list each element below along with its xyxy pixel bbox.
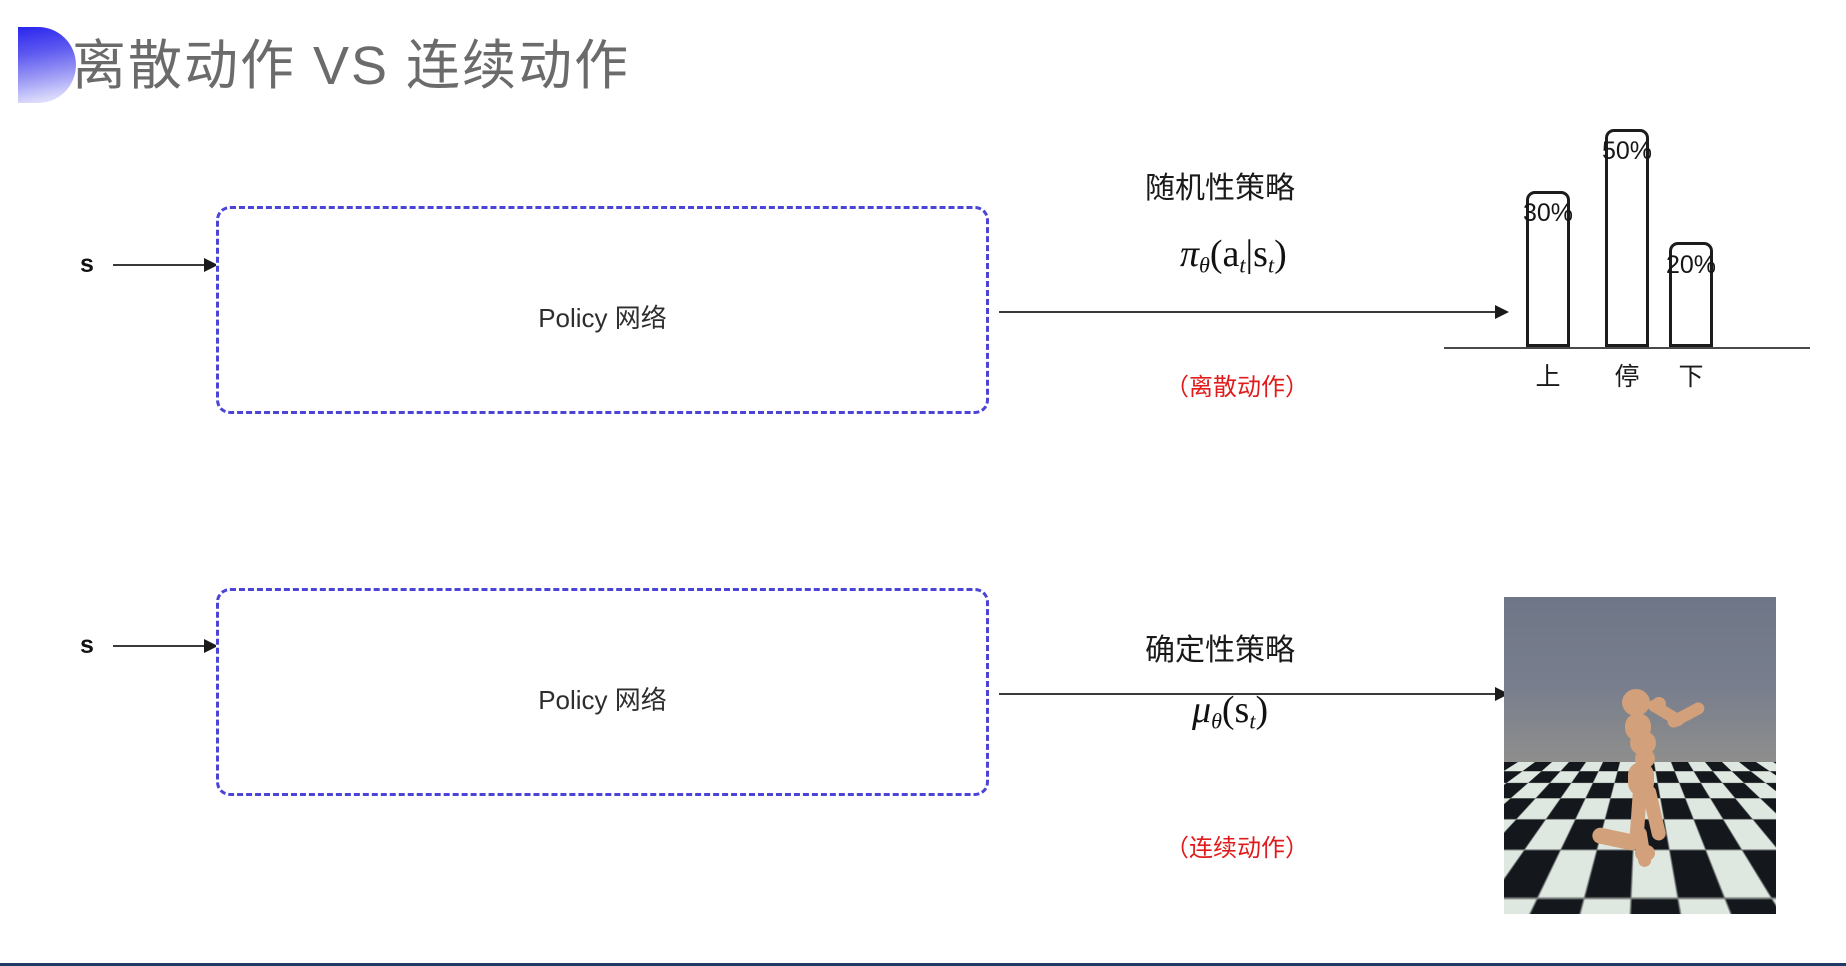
page-title: 离散动作 VS 连续动作 [72, 36, 631, 96]
bar-value-stop: 50% [1601, 137, 1653, 165]
bar-value-up: 30% [1522, 199, 1574, 227]
bar-category-up: 上 [1535, 363, 1561, 391]
formula-theta-2: θ [1211, 708, 1222, 734]
bar-stop [1605, 129, 1649, 347]
formula-open-a: (a [1209, 233, 1240, 275]
deterministic-policy-title: 确定性策略 [1145, 634, 1295, 667]
policy-network-box-row2[interactable]: Policy 网络 [216, 588, 989, 796]
bar-value-down: 20% [1665, 251, 1717, 279]
formula-t1: t [1239, 252, 1246, 278]
policy-network-label-row2: Policy 网络 [538, 685, 667, 715]
policy-network-box-row1[interactable]: Policy 网络 [216, 206, 989, 414]
title-accent-shape [18, 27, 76, 103]
deterministic-policy-formula: μθ(st) [1192, 688, 1268, 735]
formula-theta: θ [1199, 252, 1210, 278]
bar-category-down: 下 [1678, 363, 1704, 391]
bar-down [1669, 242, 1713, 347]
state-input-label-row1: s [80, 250, 94, 278]
continuous-action-note: （连续动作） [1165, 835, 1309, 862]
formula-close-2: ) [1255, 689, 1269, 731]
chart-x-axis [1444, 347, 1810, 349]
state-input-label-row2: s [80, 631, 94, 659]
formula-pi: π [1180, 233, 1200, 275]
humanoid-hand [1652, 697, 1666, 711]
formula-t2: t [1267, 252, 1275, 278]
discrete-action-note: （离散动作） [1165, 374, 1309, 401]
humanoid-foot-back [1635, 845, 1655, 861]
bar-up [1526, 191, 1570, 347]
formula-bar-s: |s [1245, 233, 1268, 275]
stochastic-policy-title: 随机性策略 [1145, 172, 1295, 205]
stochastic-policy-formula: πθ(at|st) [1180, 232, 1287, 279]
bar-category-stop: 停 [1614, 363, 1640, 391]
humanoid-head [1622, 689, 1650, 716]
policy-network-label-row1: Policy 网络 [538, 303, 667, 333]
state-to-policy-arrow-row1 [113, 258, 218, 272]
formula-t3: t [1249, 708, 1256, 734]
humanoid-simulation-image [1504, 597, 1776, 914]
slide-bottom-divider [0, 963, 1846, 966]
formula-open-s: (s [1221, 689, 1250, 731]
state-to-policy-arrow-row2 [113, 639, 218, 653]
policy-to-output-arrow-row1 [999, 305, 1509, 319]
formula-mu: μ [1192, 689, 1212, 731]
formula-close: ) [1274, 233, 1287, 275]
discrete-action-bar-chart: 30% 上 50% 停 20% 下 [1444, 95, 1814, 395]
